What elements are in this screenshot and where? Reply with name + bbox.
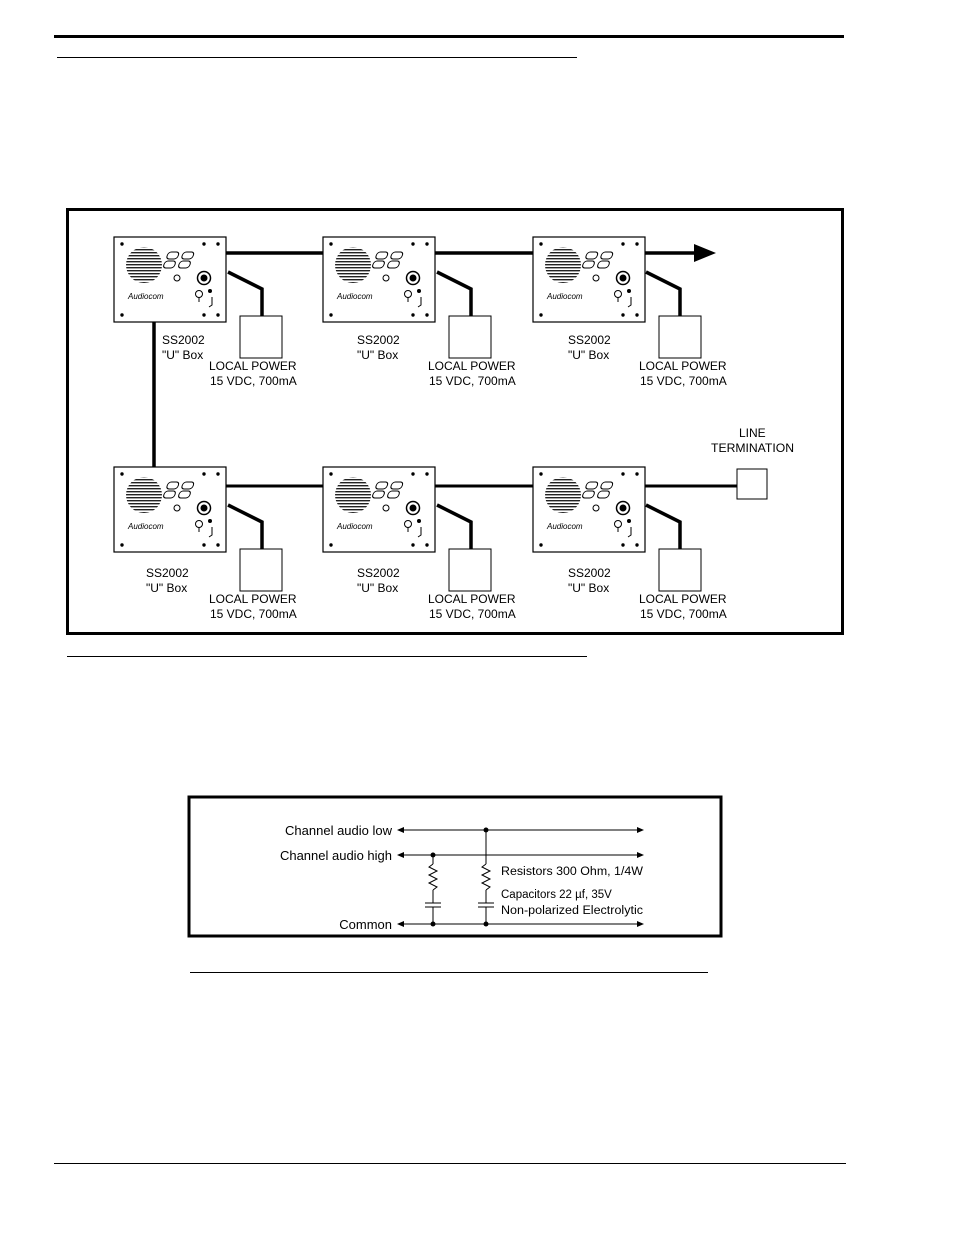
power-supply-top-3: [658, 315, 702, 359]
figure-caption-underline-2: [190, 972, 708, 973]
power-lead-bottom-2: [436, 503, 473, 550]
unit-model-label: SS2002: [146, 566, 189, 580]
unit-model-label: SS2002: [568, 333, 611, 347]
arrowhead-icon: [637, 852, 644, 858]
unit-box-label: "U" Box: [146, 581, 187, 595]
unit-model-label: SS2002: [357, 566, 400, 580]
channel-high-label: Channel audio high: [280, 848, 392, 863]
power-lead-bottom-1: [227, 503, 264, 550]
junction-dot: [430, 852, 436, 858]
resistors-label: Resistors 300 Ohm, 1/4W: [501, 866, 643, 878]
line-termination-box: [736, 468, 768, 500]
junction-dot: [483, 921, 489, 927]
capacitor-type-label: Non-polarized Electrolytic: [501, 905, 643, 917]
capacitors-label: Capacitors 22 µf, 35V: [501, 889, 612, 901]
unit-model-label: SS2002: [568, 566, 611, 580]
resistor-1: [427, 863, 439, 891]
power-label: LOCAL POWER: [639, 592, 727, 606]
power-lead-top-1: [227, 270, 264, 317]
power-spec-label: 15 VDC, 700mA: [429, 374, 516, 388]
power-spec-label: 15 VDC, 700mA: [210, 374, 297, 388]
unit-box-label: "U" Box: [357, 348, 398, 362]
arrowhead-icon: [637, 921, 644, 927]
unit-box-label: "U" Box: [357, 581, 398, 595]
power-lead-top-3: [645, 270, 682, 317]
power-lead-top-2: [436, 270, 473, 317]
power-spec-label: 15 VDC, 700mA: [210, 607, 297, 621]
termination-label-line2: TERMINATION: [711, 441, 794, 455]
intercom-panel-top-2: [322, 236, 436, 323]
power-label: LOCAL POWER: [639, 359, 727, 373]
power-spec-label: 15 VDC, 700mA: [640, 607, 727, 621]
arrowhead-icon: [397, 921, 404, 927]
unit-box-label: "U" Box: [568, 348, 609, 362]
intercom-panel-bottom-2: [322, 466, 436, 553]
common-label: Common: [339, 917, 392, 932]
power-label: LOCAL POWER: [428, 592, 516, 606]
termination-label-line1: LINE: [739, 426, 766, 440]
section-heading-underline-1: [57, 57, 577, 58]
footer-rule: [54, 1163, 846, 1164]
figure-caption-underline-1: [67, 656, 587, 657]
bus-continuation-arrow: [694, 244, 716, 262]
unit-box-label: "U" Box: [568, 581, 609, 595]
power-supply-bottom-1: [239, 548, 283, 592]
resistor-2: [480, 863, 492, 891]
intercom-panel-bottom-1: [113, 466, 227, 553]
unit-box-label: "U" Box: [162, 348, 203, 362]
power-label: LOCAL POWER: [209, 592, 297, 606]
power-supply-bottom-3: [658, 548, 702, 592]
unit-model-label: SS2002: [162, 333, 205, 347]
power-supply-top-1: [239, 315, 283, 359]
intercom-panel-top-3: [532, 236, 646, 323]
arrowhead-icon: [397, 852, 404, 858]
header-rule: [54, 35, 844, 38]
junction-dot: [430, 921, 436, 927]
intercom-panel-top-1: [113, 236, 227, 323]
wiring-diagram-frame: [66, 208, 844, 635]
power-lead-bottom-3: [645, 503, 682, 550]
junction-dot: [483, 827, 489, 833]
power-spec-label: 15 VDC, 700mA: [640, 374, 727, 388]
channel-low-label: Channel audio low: [285, 823, 393, 838]
power-label: LOCAL POWER: [428, 359, 516, 373]
arrowhead-icon: [637, 827, 644, 833]
arrowhead-icon: [397, 827, 404, 833]
power-supply-top-2: [448, 315, 492, 359]
unit-model-label: SS2002: [357, 333, 400, 347]
power-spec-label: 15 VDC, 700mA: [429, 607, 516, 621]
power-label: LOCAL POWER: [209, 359, 297, 373]
intercom-panel-bottom-3: [532, 466, 646, 553]
power-supply-bottom-2: [448, 548, 492, 592]
termination-circuit-frame: [187, 795, 723, 938]
